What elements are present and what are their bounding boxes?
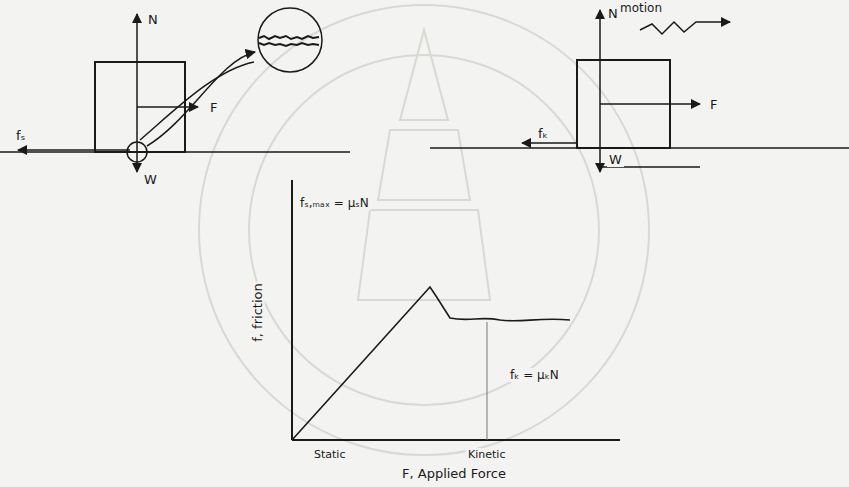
transition-line: [487, 322, 488, 440]
magnify-arrow: [140, 62, 254, 140]
applied-force-arrow: [137, 106, 198, 108]
normal-force-arrow: [599, 10, 601, 104]
axis-label: f, friction: [250, 281, 265, 343]
static-friction-arrow: [18, 149, 130, 151]
force-label: fₖ: [536, 126, 550, 141]
rough-surface: [259, 43, 319, 46]
contact-circle: [127, 142, 147, 162]
weight-arrow: [599, 104, 601, 172]
axis-label: F, Applied Force: [400, 466, 508, 481]
force-label: N: [146, 12, 160, 27]
magnified-view: [258, 8, 322, 72]
watermark-seal: [199, 5, 649, 455]
equation-label: fₖ = μₖN: [508, 368, 561, 382]
force-label: W: [142, 172, 159, 187]
y-axis: [291, 180, 293, 440]
force-label: fₛ: [14, 128, 27, 143]
region-label: Kinetic: [466, 448, 507, 461]
force-label: F: [708, 97, 719, 112]
motion-arrow: [640, 22, 730, 34]
x-axis: [292, 439, 620, 441]
region-label: Static: [312, 448, 347, 461]
kinetic-friction-arrow: [522, 142, 577, 144]
force-label: W: [607, 152, 624, 167]
applied-force-arrow: [600, 103, 700, 105]
rough-surface: [259, 36, 319, 39]
motion-label: motion: [618, 1, 664, 15]
force-label: N: [606, 6, 620, 21]
equation-label: fₛ,ₘₐₓ = μₛN: [298, 196, 371, 210]
normal-force-arrow: [136, 14, 138, 107]
force-label: F: [208, 100, 219, 115]
friction-curve: [292, 287, 570, 440]
